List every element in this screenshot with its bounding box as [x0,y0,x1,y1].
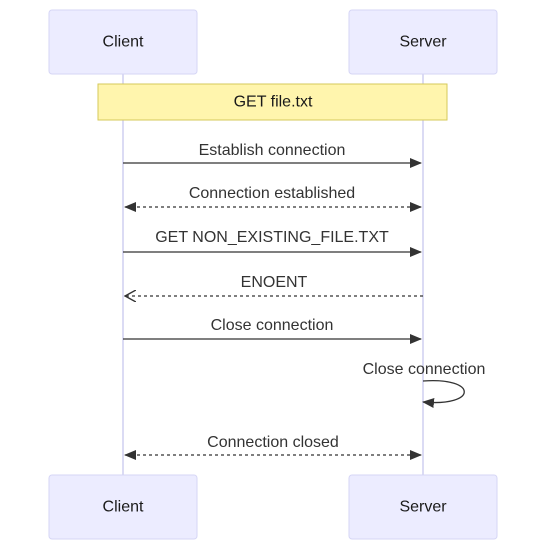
message-label: Connection established [189,185,355,202]
message-enoent: ENOENT [125,274,423,296]
message-label: Establish connection [199,142,346,159]
message-label: Connection closed [207,434,339,451]
actor-client-bottom-label: Client [103,499,144,516]
actor-server-bottom-label: Server [399,499,447,516]
message-get-non-existing-file: GET NON_EXISTING_FILE.TXT [123,229,422,257]
message-connection-established: Connection established [124,185,422,212]
message-label: Close connection [363,361,486,378]
message-self-arrow [422,380,465,408]
actor-client-bottom: Client [48,474,198,540]
actor-server-bottom: Server [348,474,498,540]
actor-client-top: Client [48,9,198,75]
note: GET file.txt [97,83,448,121]
message-connection-closed: Connection closed [124,434,422,460]
message-label: ENOENT [241,274,308,291]
message-label: GET NON_EXISTING_FILE.TXT [155,229,389,246]
note-label: GET file.txt [234,94,313,111]
actor-server-top: Server [348,9,498,75]
actor-server-top-label: Server [399,34,447,51]
actor-client-top-label: Client [103,34,144,51]
message-close-connection: Close connection [123,317,422,344]
message-server-close-connection: Close connection [363,361,486,408]
message-establish-connection: Establish connection [123,142,422,168]
message-label: Close connection [211,317,334,334]
